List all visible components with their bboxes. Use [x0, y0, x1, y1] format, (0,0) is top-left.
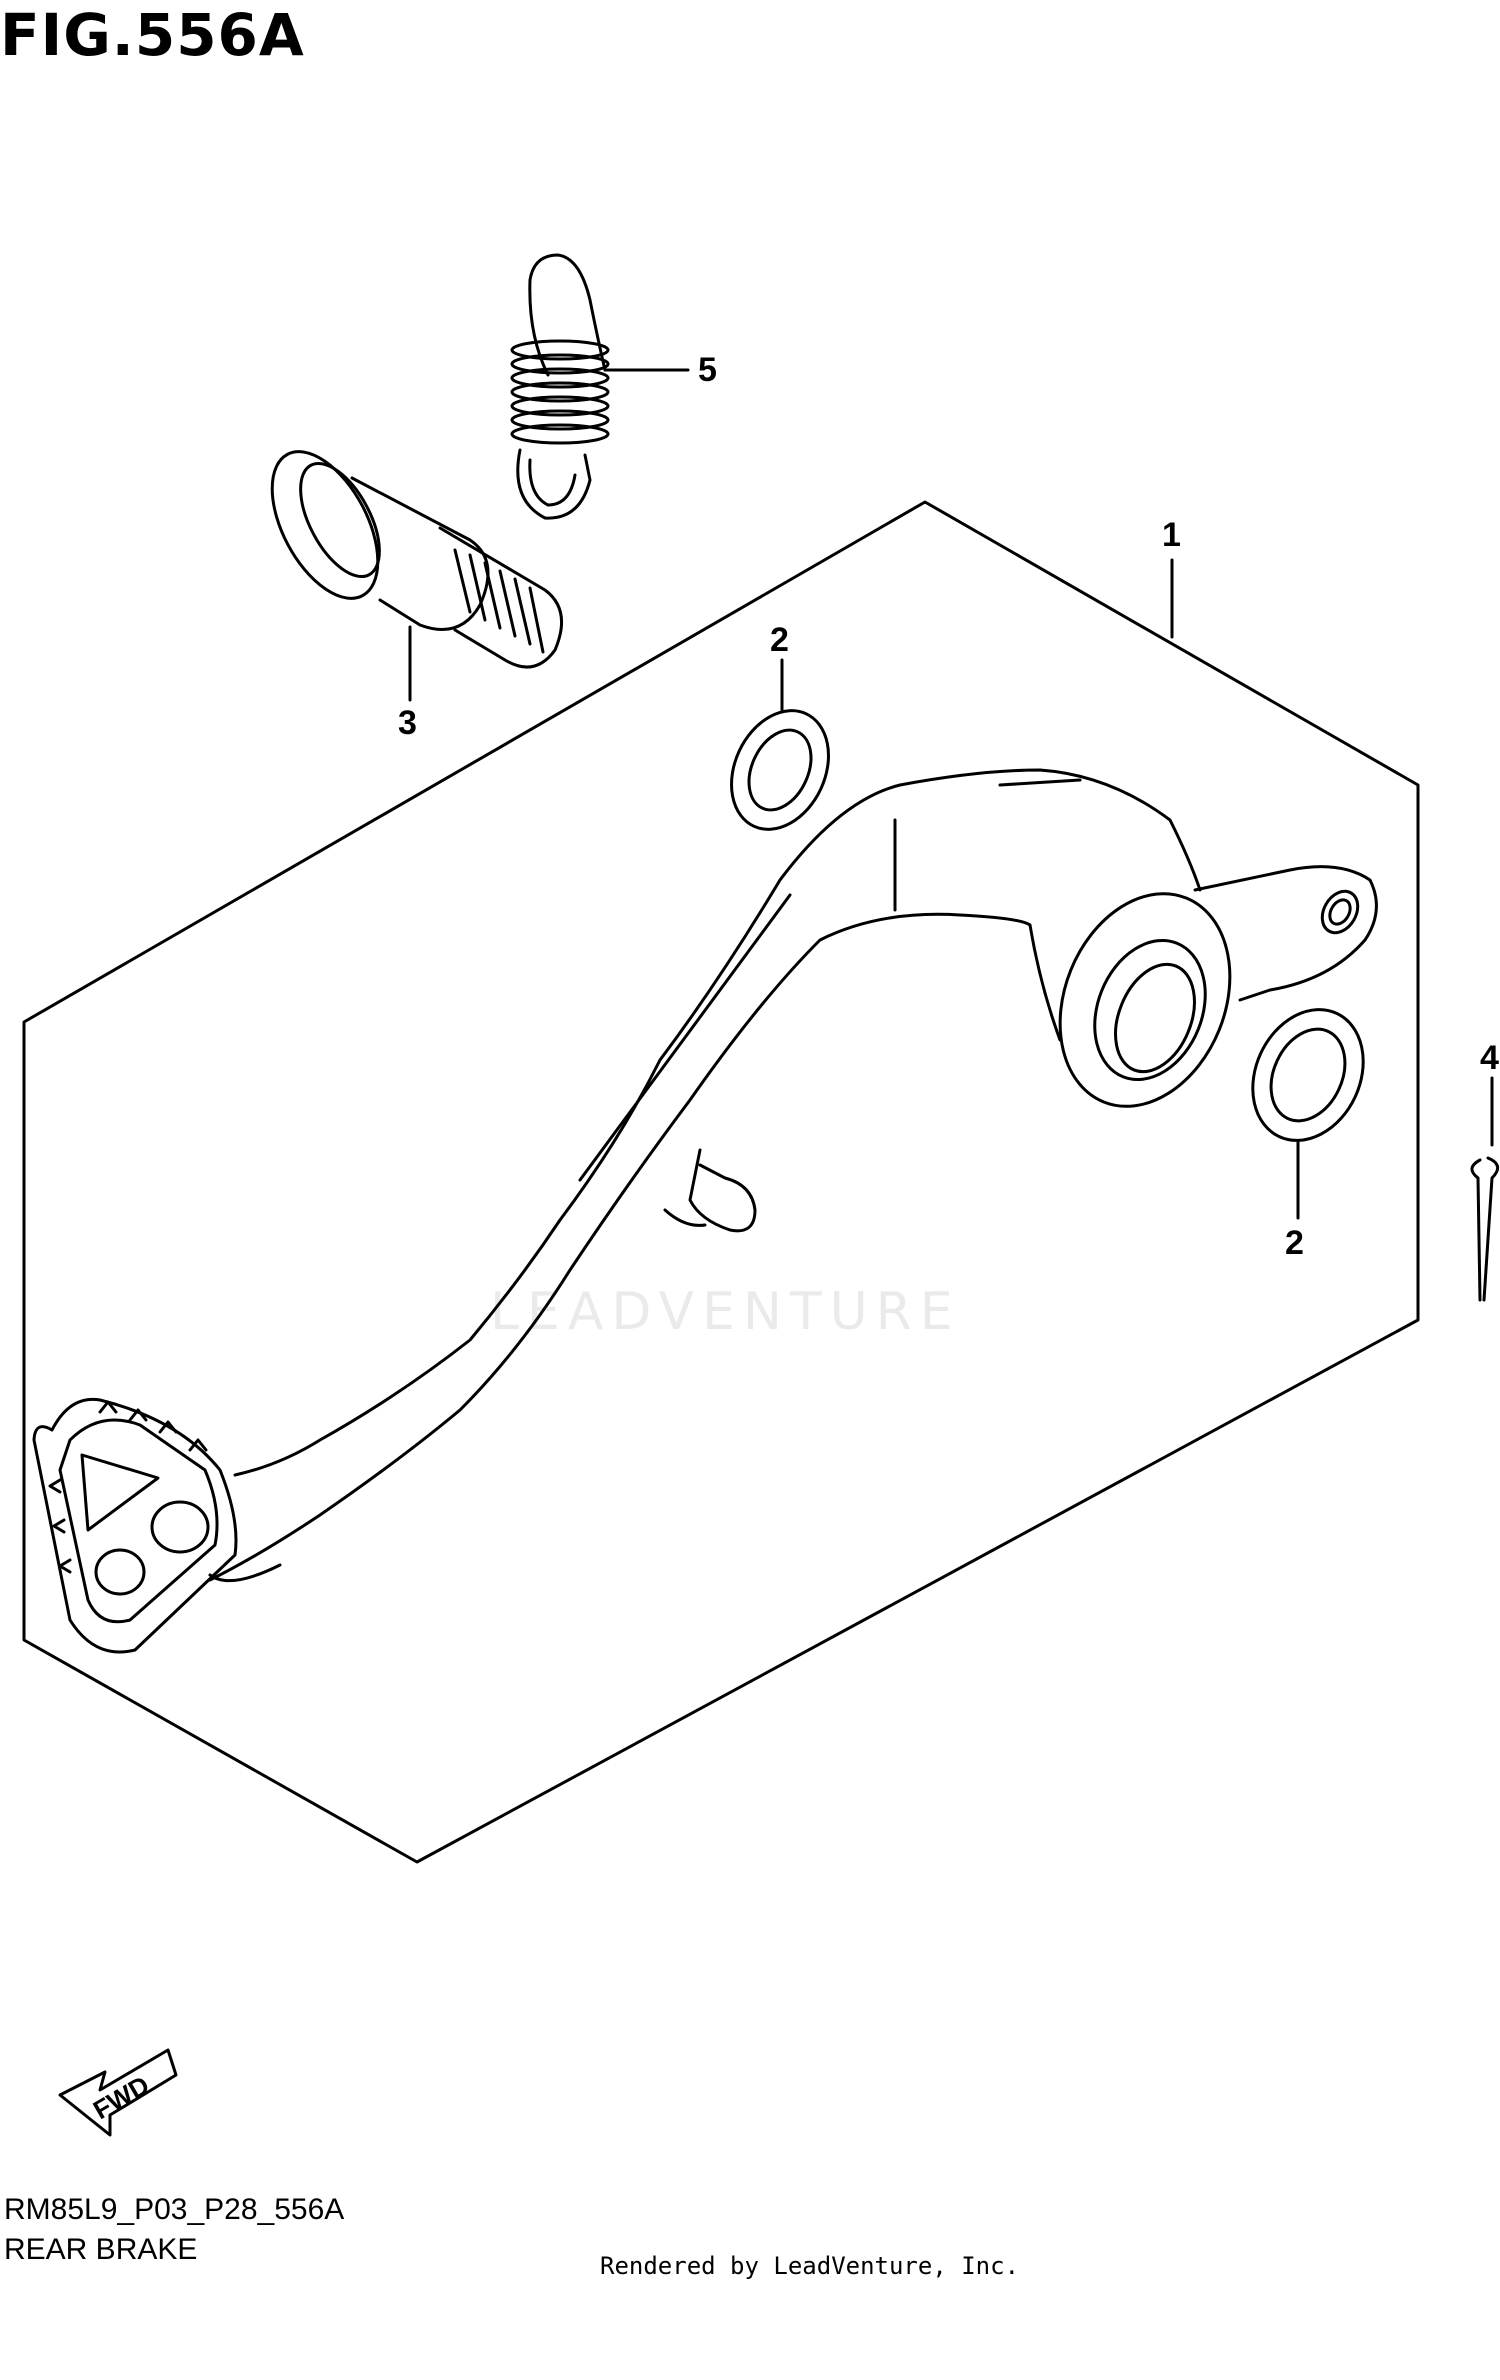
- watermark: LEADVENTURE: [490, 1282, 961, 1342]
- assembly-name: REAR BRAKE: [4, 2233, 198, 2266]
- callout-2-upper: 2: [770, 621, 789, 659]
- callout-1: 1: [1162, 516, 1181, 554]
- figure-title: FIG.556A: [0, 1, 305, 69]
- spring-icon: [510, 253, 610, 520]
- diagram-code: RM85L9_P03_P28_556A: [4, 2193, 345, 2226]
- bolt-icon: [270, 450, 563, 669]
- callout-3: 3: [398, 704, 417, 742]
- washer-icon-upper: [730, 709, 830, 831]
- callout-4: 4: [1480, 1039, 1499, 1077]
- fwd-direction-arrow-icon: [58, 2048, 178, 2137]
- callout-2-lower: 2: [1285, 1224, 1304, 1262]
- cotter-pin-icon: [1470, 1156, 1500, 1302]
- washer-icon-lower: [1251, 1008, 1365, 1142]
- assembly-outline: [22, 500, 1420, 1864]
- brake-pedal-icon: [32, 768, 1378, 1654]
- rendered-by-credit: Rendered by LeadVenture, Inc.: [600, 2252, 1020, 2280]
- callout-5: 5: [698, 351, 717, 389]
